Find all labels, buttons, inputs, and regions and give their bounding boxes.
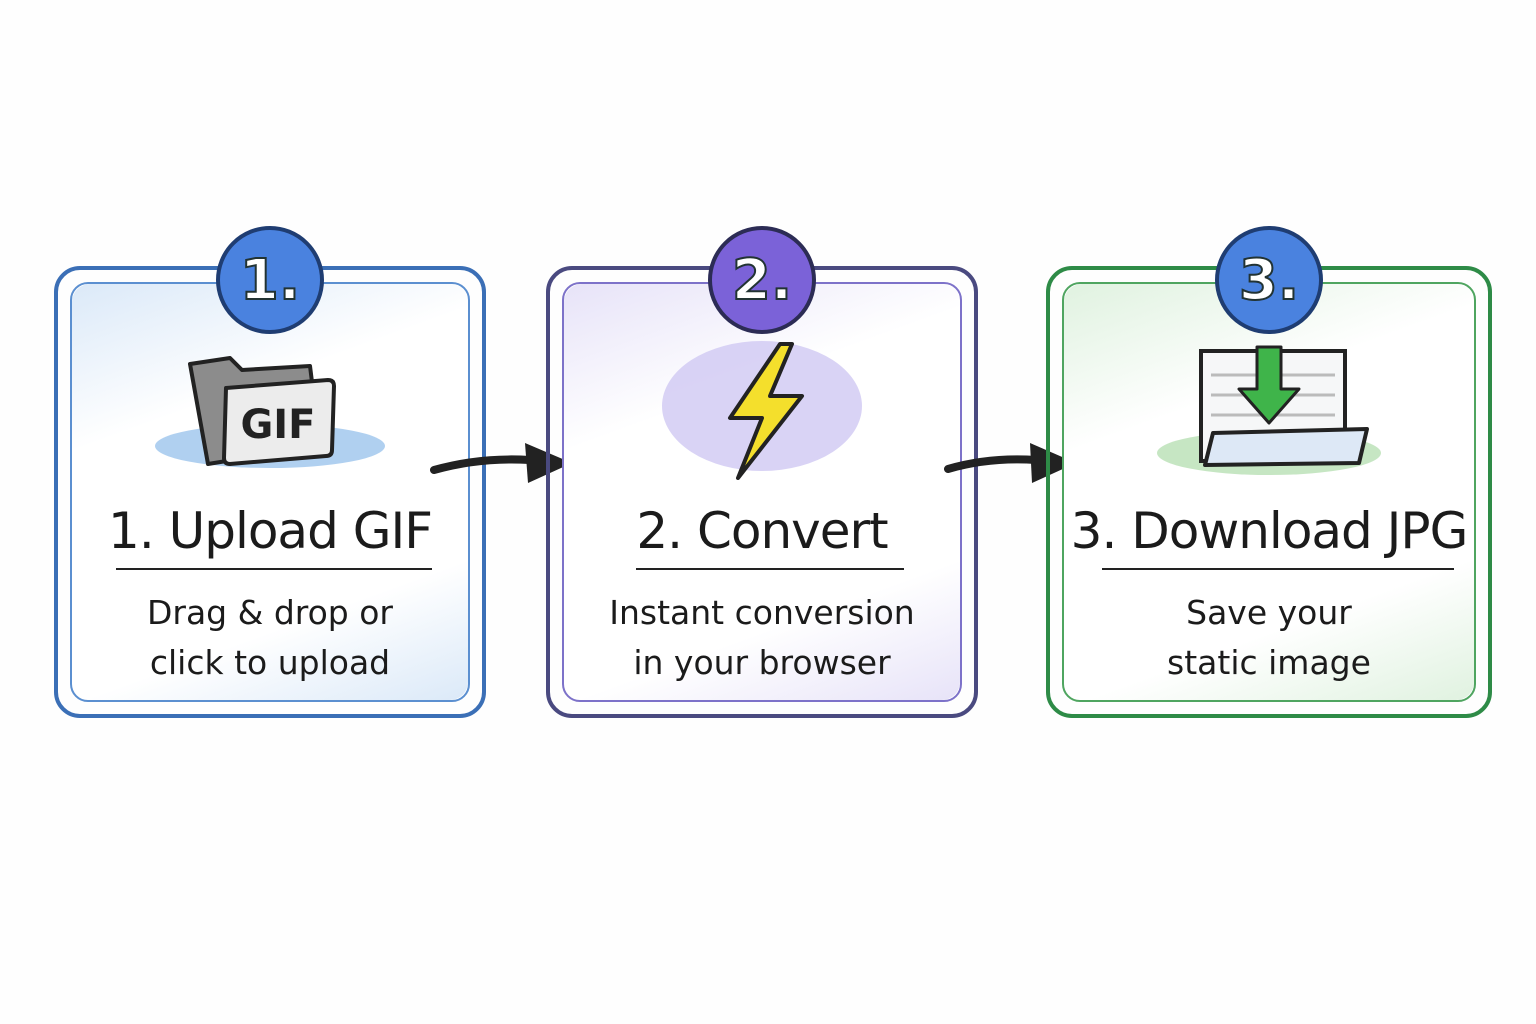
folder-gif-icon: GIF	[58, 346, 482, 476]
title-underline	[116, 568, 432, 570]
lightning-bolt-icon	[550, 341, 974, 480]
step-badge: 2.	[708, 226, 816, 334]
step-card-upload: 1. GIF 1. Upload GIF Drag & drop or clic…	[54, 218, 486, 718]
step-title: 2. Convert	[636, 502, 888, 560]
step-badge: 1.	[216, 226, 324, 334]
arrow-right-icon	[944, 443, 1076, 483]
title-underline	[636, 568, 904, 570]
gif-label: GIF	[240, 402, 315, 448]
download-tray-icon	[1050, 345, 1488, 476]
step-badge: 3.	[1215, 226, 1323, 334]
step-description: Instant conversion in your browser	[609, 593, 915, 682]
step-title: 1. Upload GIF	[108, 502, 433, 560]
step-title: 3. Download JPG	[1070, 502, 1469, 560]
step-card-convert: 2. 2. Convert Instant conversion in your…	[546, 218, 978, 718]
card-wash	[72, 284, 468, 700]
step-description: Save your static image	[1167, 593, 1371, 682]
title-underline	[1102, 568, 1454, 570]
step-card-download: 3. 3. Download JPG Save your static imag…	[1046, 218, 1492, 718]
step-description: Drag & drop or click to upload	[146, 593, 394, 682]
